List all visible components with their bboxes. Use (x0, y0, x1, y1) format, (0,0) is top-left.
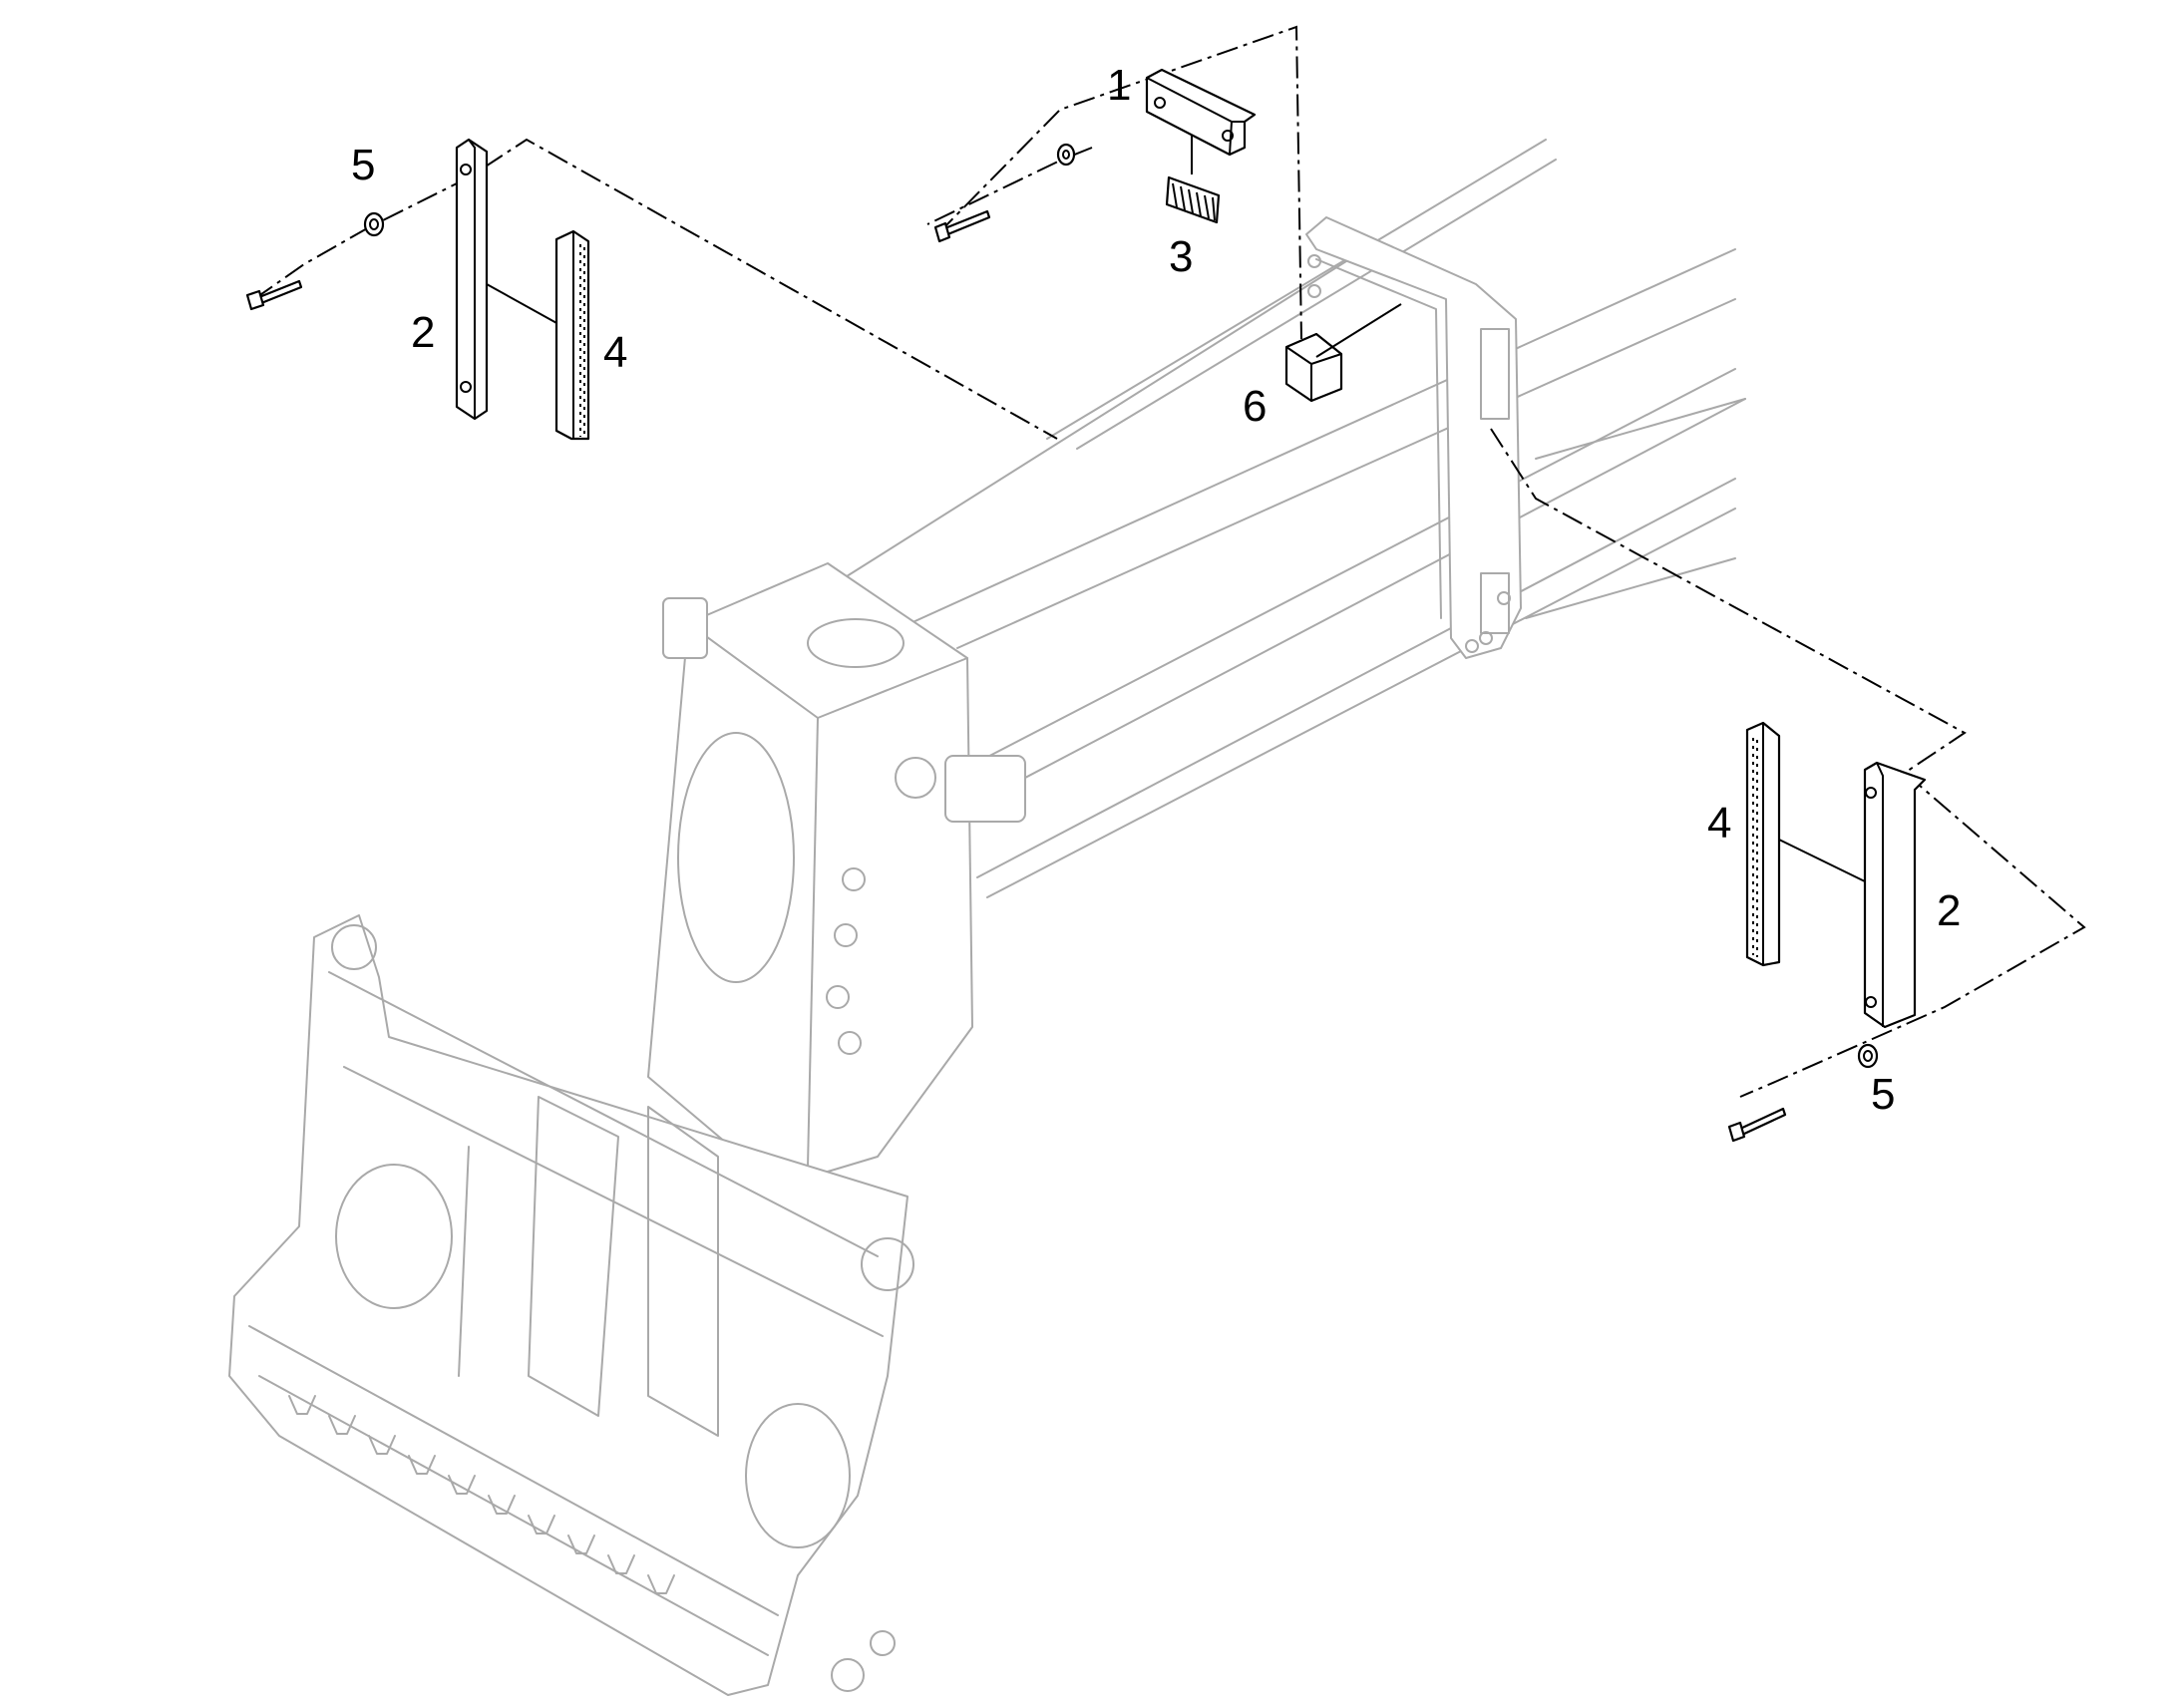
callout-2-left: 2 (411, 308, 435, 357)
callout-5-right: 5 (1871, 1070, 1895, 1119)
callout-6: 6 (1243, 382, 1267, 431)
callout-5-left: 5 (351, 141, 375, 189)
part-1-bracket[interactable] (1145, 68, 1257, 174)
callout-labels: 1 3 6 5 2 4 4 2 5 (351, 61, 1961, 1119)
bolt-upper[interactable] (933, 209, 991, 243)
washer-left[interactable] (363, 211, 385, 237)
washer-right[interactable] (1857, 1043, 1879, 1069)
callout-2-right: 2 (1937, 886, 1961, 935)
part-2-left-plate[interactable] (455, 138, 559, 421)
assembly-center-lines (253, 25, 2086, 1098)
part-4-left-strip[interactable] (554, 229, 590, 441)
part-6-block[interactable] (1284, 303, 1402, 403)
callout-4-right: 4 (1707, 799, 1731, 848)
callout-4-left: 4 (603, 328, 627, 377)
washer-upper[interactable] (1056, 143, 1076, 167)
part-3-wear-pad[interactable] (1165, 175, 1221, 224)
bolt-right[interactable] (1727, 1107, 1787, 1143)
part-2-right-plate[interactable] (1863, 761, 1927, 1029)
bolt-left[interactable] (245, 279, 303, 311)
part-4-right-strip[interactable] (1745, 721, 1868, 967)
telescopic-boom-assembly (228, 139, 1746, 1696)
callout-1: 1 (1107, 61, 1131, 110)
callout-3: 3 (1169, 232, 1193, 281)
